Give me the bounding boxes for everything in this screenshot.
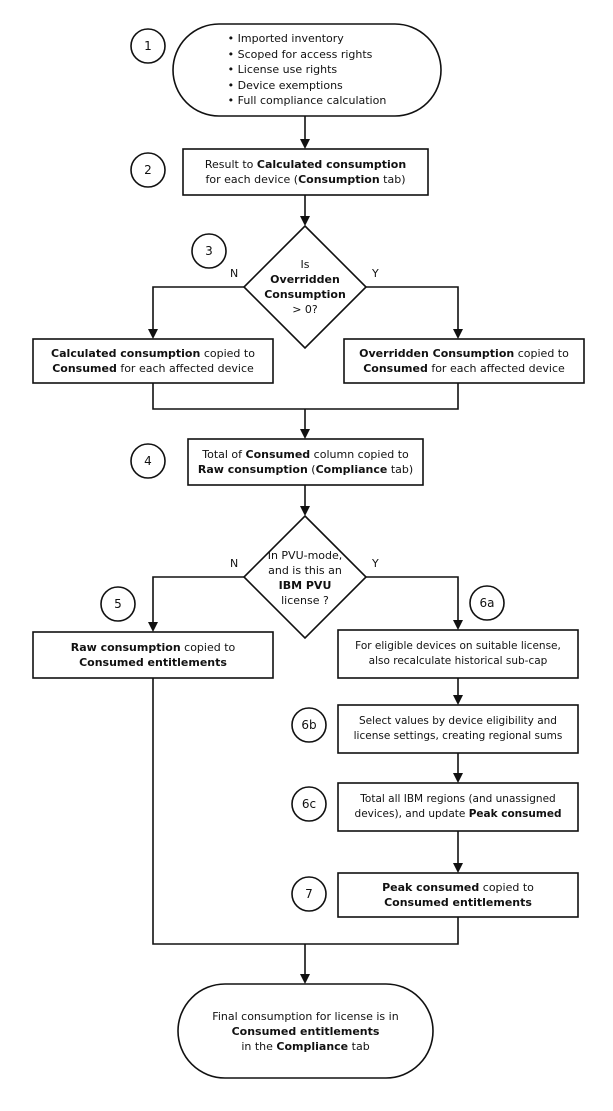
text-bold: Consumed entitlements <box>79 656 227 669</box>
text-bold: Peak consumed <box>382 881 480 894</box>
connector-yes-2 <box>366 576 463 630</box>
text: In PVU-mode, <box>267 549 343 562</box>
end-terminator <box>177 983 434 1079</box>
step-circle-7 <box>291 876 327 912</box>
text-bold: Raw consumption <box>197 463 308 476</box>
text-bold: Consumed entitlements <box>231 1024 380 1038</box>
text: license ? <box>281 594 329 607</box>
step-number-1: 1 <box>144 39 152 53</box>
text: Total of <box>202 448 246 461</box>
step-circle-4 <box>130 443 166 479</box>
text-bold: Raw consumption <box>70 641 181 654</box>
text-bold: Compliance <box>276 1039 349 1053</box>
decision-overridden-text: Is Overridden Consumption > 0? <box>255 252 355 322</box>
text-bold: IBM PVU <box>278 579 332 592</box>
text: for each affected device <box>116 362 254 375</box>
text-bold: Consumed entitlements <box>384 896 532 909</box>
text: Is <box>300 258 310 271</box>
connector-merge-1 <box>152 383 459 410</box>
box-6a-text: For eligible devices on suitable license… <box>339 631 577 677</box>
box-overridden-copied <box>343 338 585 384</box>
text: for each affected device <box>427 362 565 375</box>
text-bold: Overridden Consumption <box>359 347 515 360</box>
text-bold: Consumed <box>363 362 428 375</box>
text-bold: Calculated consumption <box>51 347 201 360</box>
text-bold: Calculated consumption <box>256 158 407 171</box>
text: for each device ( <box>205 173 299 186</box>
step-number-3: 3 <box>205 244 213 258</box>
box-6b-text: Select values by device eligibility and … <box>339 706 577 752</box>
text-bold: Consumption <box>298 173 380 186</box>
connector-yes-1 <box>366 286 463 339</box>
step-number-6b: 6b <box>301 718 317 732</box>
text: copied to <box>180 641 236 654</box>
box-total-consumed-text: Total of Consumed column copied to Raw c… <box>189 440 422 484</box>
text: copied to <box>479 881 534 894</box>
text: For eligible devices on suitable license… <box>355 640 561 652</box>
start-terminator <box>172 23 442 117</box>
step-circle-6a <box>469 585 505 621</box>
step-number-6c: 6c <box>301 797 317 811</box>
step-number-2: 2 <box>144 163 152 177</box>
text: copied to <box>200 347 255 360</box>
text-bold: Consumed <box>245 448 311 461</box>
decision-pvu-text: In PVU-mode, and is this an IBM PVU lice… <box>250 543 360 613</box>
text: copied to <box>514 347 569 360</box>
text: ( <box>307 463 316 476</box>
box-7-text: Peak consumed copied to Consumed entitle… <box>339 874 577 916</box>
step-circle-6b <box>291 707 327 743</box>
step-number-7: 7 <box>305 887 313 901</box>
branch-label-yes: Y <box>372 267 379 280</box>
step-circle-5 <box>100 586 136 622</box>
box-raw-copied-text: Raw consumption copied to Consumed entit… <box>34 633 272 677</box>
text: Total all IBM regions (and unassigned <box>360 793 556 805</box>
start-item: • License use rights <box>227 63 338 77</box>
text-bold: Peak consumed <box>468 808 562 820</box>
text: and is this an <box>268 564 342 577</box>
text-bold: Compliance <box>315 463 388 476</box>
end-terminator-text: Final consumption for license is in Cons… <box>190 990 421 1072</box>
branch-label-no: N <box>230 267 239 280</box>
text: tab) <box>387 463 414 476</box>
text: Result to <box>204 158 257 171</box>
text: license settings, creating regional sums <box>353 730 563 742</box>
start-item: • Device exemptions <box>227 78 343 92</box>
text: Final consumption for license is in <box>212 1009 399 1023</box>
start-item: • Scoped for access rights <box>227 47 373 61</box>
step-number-5: 5 <box>114 597 122 611</box>
step-number-4: 4 <box>144 454 152 468</box>
box-calculated-consumption-text: Result to Calculated consumption for eac… <box>184 150 427 194</box>
text: in the <box>241 1039 277 1053</box>
step-circle-1 <box>130 28 166 64</box>
connector-no-1 <box>148 286 244 339</box>
connector-no-2 <box>148 576 244 632</box>
box-overridden-copied-text: Overridden Consumption copied to Consume… <box>345 340 583 382</box>
text-bold: Overridden <box>270 273 340 286</box>
branch-label-yes: Y <box>372 557 379 570</box>
text: Select values by device eligibility and <box>359 715 557 727</box>
step-circle-2 <box>130 152 166 188</box>
start-item: • Imported inventory <box>227 32 344 46</box>
start-list: • Imported inventory • Scoped for access… <box>200 28 414 112</box>
text: devices), and update <box>354 808 469 820</box>
decision-overridden <box>242 224 368 350</box>
text-bold: Consumption <box>264 288 346 301</box>
box-6c-text: Total all IBM regions (and unassigned de… <box>339 784 577 830</box>
text: > 0? <box>292 303 318 316</box>
text: tab) <box>379 173 406 186</box>
branch-label-no: N <box>230 557 239 570</box>
text: column copied to <box>310 448 409 461</box>
decision-pvu <box>242 514 368 640</box>
box-calculated-copied-text: Calculated consumption copied to Consume… <box>34 340 272 382</box>
step-number-6a: 6a <box>479 596 495 610</box>
step-circle-6c <box>291 786 327 822</box>
step-circle-3 <box>191 233 227 269</box>
text: also recalculate historical sub-cap <box>368 655 548 667</box>
text: tab <box>348 1039 370 1053</box>
start-item: • Full compliance calculation <box>227 94 387 108</box>
text-bold: Consumed <box>52 362 117 375</box>
